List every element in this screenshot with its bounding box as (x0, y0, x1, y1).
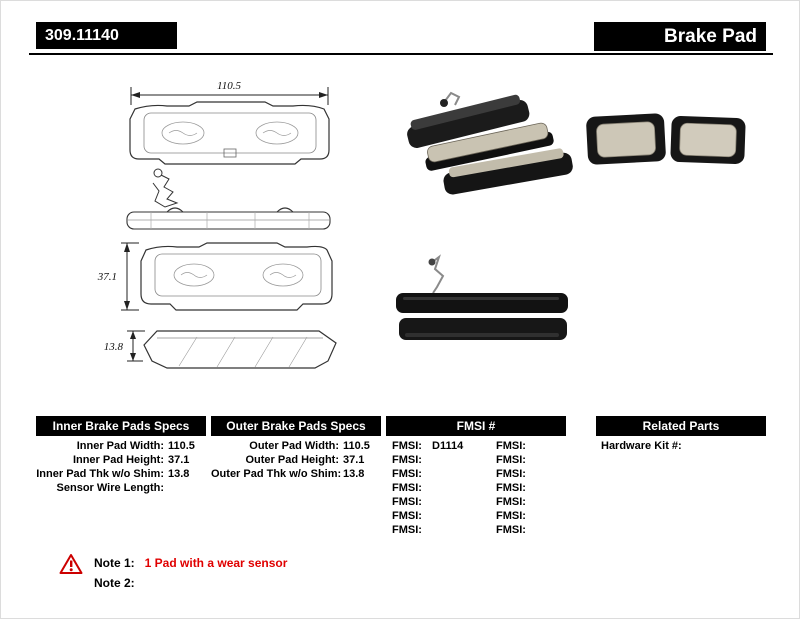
pad-bottom-drawing (143, 330, 337, 369)
spec-label: Inner Pad Width: (76, 440, 164, 452)
fmsi-label: FMSI: (496, 440, 526, 452)
spec-label: Outer Pad Thk w/o Shim: (211, 468, 342, 480)
outer-specs-title: Outer Brake Pads Specs (226, 419, 366, 433)
related-parts-header: Related Parts (596, 416, 766, 436)
note-2: Note 2: (94, 576, 145, 590)
table-row: FMSI: FMSI: (386, 467, 566, 481)
spec-label: Outer Pad Height: (245, 454, 339, 466)
note1-label: Note 1: (94, 556, 135, 570)
table-row: FMSI: FMSI: (386, 509, 566, 523)
note1-text: 1 Pad with a wear sensor (144, 556, 288, 570)
related-parts-table: Hardware Kit #: (601, 439, 771, 453)
wear-sensor-wire (444, 91, 461, 106)
fmsi-label: FMSI: (392, 524, 422, 536)
fmsi-label: FMSI: (496, 482, 526, 494)
table-row: Outer Pad Height: 37.1 (211, 453, 381, 467)
table-row: Inner Pad Height: 37.1 (36, 453, 206, 467)
height-dim-label: 37.1 (97, 271, 117, 283)
fmsi-title: FMSI # (456, 419, 496, 433)
fmsi-label: FMSI: (496, 454, 526, 466)
pad-front-drawing-1 (129, 101, 330, 165)
dim-arrow (130, 353, 136, 361)
pad-front-drawing-2 (140, 242, 333, 311)
wear-sensor-clip (430, 254, 445, 294)
dim-arrow (130, 331, 136, 339)
fmsi-table: FMSI: D1114 FMSI: FMSI: FMSI: FMSI: FMSI… (386, 439, 566, 537)
inner-specs-table: Inner Pad Width: 110.5 Inner Pad Height:… (36, 439, 206, 495)
fmsi-value (432, 509, 490, 523)
related-parts-title: Related Parts (642, 419, 720, 433)
sensor-clip-drawing (152, 168, 179, 208)
fmsi-value (432, 495, 490, 509)
fmsi-label: FMSI: (496, 496, 526, 508)
outer-specs-header: Outer Brake Pads Specs (211, 416, 381, 436)
inner-specs-title: Inner Brake Pads Specs (52, 419, 190, 433)
fmsi-label: FMSI: (496, 510, 526, 522)
spec-value: 37.1 (343, 454, 365, 466)
table-row: Hardware Kit #: (601, 439, 771, 453)
table-row: Outer Pad Thk w/o Shim: 13.8 (211, 467, 381, 481)
fmsi-value (432, 481, 490, 495)
warning-triangle-icon (59, 554, 83, 574)
fmsi-label: FMSI: (392, 482, 422, 494)
fmsi-value (432, 453, 490, 467)
outer-specs-table: Outer Pad Width: 110.5 Outer Pad Height:… (211, 439, 381, 481)
product-title-box: Brake Pad (594, 22, 766, 51)
fmsi-label: FMSI: (392, 454, 422, 466)
spec-label: Outer Pad Width: (249, 440, 339, 452)
part-number-box: 309.11140 (36, 22, 177, 49)
fmsi-value (432, 467, 490, 481)
table-row: FMSI: FMSI: (386, 495, 566, 509)
spec-value: 13.8 (343, 468, 365, 480)
dim-arrow (124, 301, 130, 310)
product-title: Brake Pad (664, 25, 757, 47)
fmsi-label: FMSI: (392, 496, 422, 508)
table-row: Outer Pad Width: 110.5 (211, 439, 381, 453)
note-1: Note 1: 1 Pad with a wear sensor (94, 556, 287, 570)
table-row: FMSI: FMSI: (386, 523, 566, 537)
fmsi-label: FMSI: (496, 524, 526, 536)
dim-arrow (319, 92, 328, 98)
dim-arrow (131, 92, 140, 98)
width-dim-label: 110.5 (217, 80, 241, 92)
width-dimension (130, 87, 329, 105)
thickness-dimension (127, 330, 145, 362)
note2-label: Note 2: (94, 576, 135, 590)
header-divider (29, 53, 773, 55)
fmsi-label: FMSI: (392, 440, 422, 452)
fmsi-label: FMSI: (392, 510, 422, 522)
photo-pads-side (396, 254, 568, 340)
table-row: Inner Pad Thk w/o Shim: 13.8 (36, 467, 206, 481)
table-row: FMSI: D1114 FMSI: (386, 439, 566, 453)
spec-value: 13.8 (168, 468, 190, 480)
fmsi-value (432, 523, 490, 537)
related-part-label: Hardware Kit #: (601, 440, 682, 452)
dim-arrow (124, 243, 130, 252)
inner-specs-header: Inner Brake Pads Specs (36, 416, 206, 436)
spec-value: 37.1 (168, 454, 190, 466)
spec-value: 110.5 (168, 440, 195, 452)
table-row: FMSI: FMSI: (386, 453, 566, 467)
part-number: 309.11140 (45, 26, 119, 44)
technical-figure: 110.5 (97, 80, 746, 369)
photo-pads-angled (407, 91, 573, 195)
spec-label: Sensor Wire Length: (56, 482, 164, 494)
fmsi-label: FMSI: (496, 468, 526, 480)
fmsi-label: FMSI: (392, 468, 422, 480)
height-dimension (121, 242, 139, 311)
table-row: FMSI: FMSI: (386, 481, 566, 495)
thickness-dim-label: 13.8 (104, 341, 124, 353)
spec-label: Inner Pad Thk w/o Shim: (36, 468, 164, 480)
spec-label: Inner Pad Height: (72, 454, 164, 466)
table-row: Sensor Wire Length: (36, 481, 206, 495)
fmsi-header: FMSI # (386, 416, 566, 436)
photo-pads-pair (586, 113, 746, 165)
spec-value: 110.5 (343, 440, 370, 452)
table-row: Inner Pad Width: 110.5 (36, 439, 206, 453)
fmsi-value: D1114 (432, 440, 464, 452)
pad-edge-drawing (126, 207, 331, 230)
